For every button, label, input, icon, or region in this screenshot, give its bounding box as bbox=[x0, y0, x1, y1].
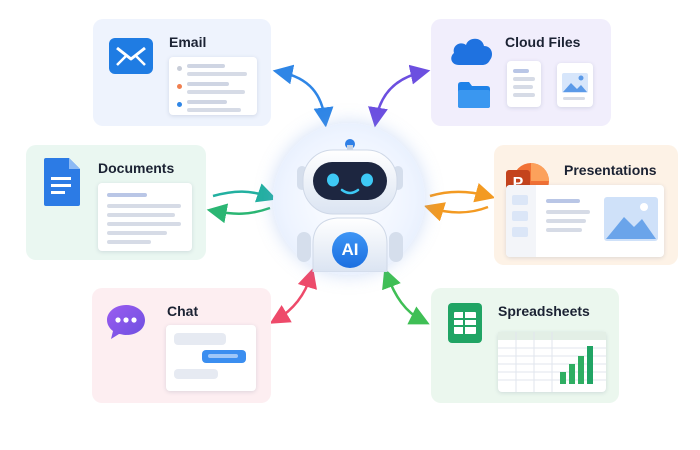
cloud-files-card[interactable]: Cloud Files bbox=[431, 19, 611, 126]
presentations-title: Presentations bbox=[564, 162, 657, 178]
spreadsheet-preview bbox=[498, 332, 606, 392]
cloud-files-title: Cloud Files bbox=[505, 34, 581, 50]
documents-arrow-bottom bbox=[206, 203, 271, 224]
ai-badge-label: AI bbox=[341, 240, 359, 259]
folder-icon bbox=[457, 81, 491, 109]
documents-arrow-top bbox=[212, 183, 278, 203]
presentations-arrow-bottom bbox=[423, 202, 489, 222]
email-title: Email bbox=[169, 34, 207, 50]
presentations-arrow-top bbox=[429, 183, 496, 203]
presentations-preview bbox=[506, 185, 664, 257]
document-icon bbox=[43, 157, 81, 207]
chat-bubble-icon bbox=[106, 303, 146, 341]
documents-title: Documents bbox=[98, 160, 175, 176]
svg-text:P: P bbox=[513, 175, 524, 192]
documents-card[interactable]: Documents bbox=[26, 145, 206, 260]
chat-title: Chat bbox=[167, 303, 199, 319]
cloud-icon bbox=[448, 33, 494, 69]
chat-preview bbox=[166, 325, 256, 391]
presentations-card[interactable]: P Presentations bbox=[494, 145, 678, 265]
spreadsheets-card[interactable]: Spreadsheets bbox=[431, 288, 619, 403]
chat-arrow bbox=[269, 267, 317, 324]
cloud-arrow bbox=[368, 64, 431, 128]
spreadsheet-icon bbox=[447, 302, 483, 344]
robot-icon: AI bbox=[295, 136, 405, 273]
cloud-doc-thumb bbox=[507, 61, 541, 107]
chat-card[interactable]: Chat bbox=[92, 288, 271, 403]
envelope-icon bbox=[108, 37, 154, 75]
spreadsheets-arrow bbox=[382, 267, 430, 325]
email-preview bbox=[169, 57, 257, 115]
cloud-image-thumb bbox=[557, 63, 593, 107]
documents-preview bbox=[98, 183, 192, 251]
email-arrow bbox=[272, 64, 334, 128]
email-card[interactable]: Email bbox=[93, 19, 271, 126]
spreadsheets-title: Spreadsheets bbox=[498, 303, 590, 319]
